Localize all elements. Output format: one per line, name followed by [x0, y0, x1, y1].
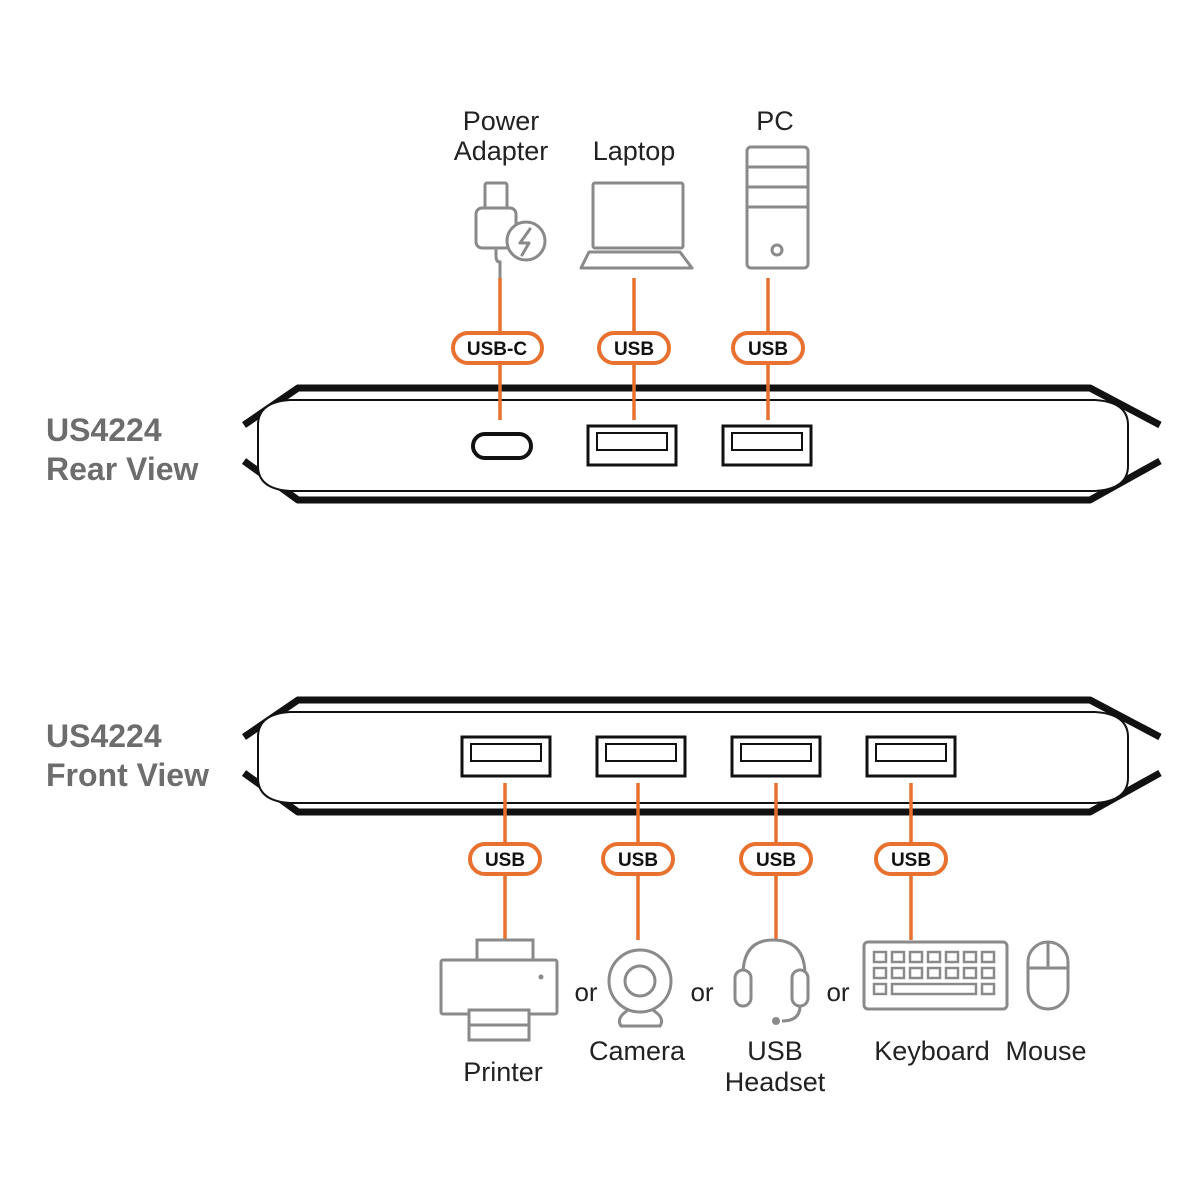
svg-text:USB: USB	[891, 850, 931, 871]
keyboard-key	[962, 950, 978, 964]
front-usb-port-2	[595, 735, 687, 778]
keyboard-key	[980, 982, 996, 996]
keyboard-key	[926, 950, 942, 964]
rear-view-section: US4224 Rear View USB-C USB	[46, 106, 1162, 504]
front-title-line2: Front View	[46, 757, 209, 793]
or-separator-3: or	[826, 977, 849, 1007]
keyboard-icon	[862, 940, 1009, 1011]
power-label-line1: Power	[463, 106, 540, 136]
rear-usb-port-laptop	[586, 424, 678, 467]
pc-usb-tag: USB	[731, 331, 805, 365]
keyboard-key	[872, 966, 888, 980]
pc-tower-icon	[745, 145, 810, 270]
front-usb-tag-4: USB	[874, 842, 948, 876]
laptop-usb-tag: USB	[597, 331, 671, 365]
laptop-label: Laptop	[593, 136, 676, 166]
keyboard-key	[908, 950, 924, 964]
printer-label: Printer	[463, 1057, 543, 1087]
front-usb-port-1	[460, 735, 552, 778]
headset-label-line2: Headset	[725, 1067, 826, 1097]
or-separator-1: or	[574, 977, 597, 1007]
svg-text:USB: USB	[618, 850, 658, 871]
keyboard-key	[962, 966, 978, 980]
front-usb-tag-2: USB	[601, 842, 675, 876]
front-usb-tag-1: USB	[468, 842, 542, 876]
keyboard-key	[980, 966, 996, 980]
laptop-icon	[579, 181, 694, 270]
front-view-section: US4224 Front View	[46, 696, 1162, 1097]
front-usb-tag-3: USB	[739, 842, 813, 876]
front-title-line1: US4224	[46, 718, 162, 754]
rear-usb-port-pc	[721, 424, 813, 467]
keyboard-key	[944, 966, 960, 980]
printer-icon	[439, 938, 559, 1042]
keyboard-key	[926, 966, 942, 980]
webcam-icon	[607, 948, 673, 1028]
usb-c-tag: USB-C	[451, 331, 544, 365]
keyboard-key	[944, 950, 960, 964]
keyboard-spacebar	[890, 982, 978, 996]
rear-title-line1: US4224	[46, 412, 162, 448]
or-separator-2: or	[690, 977, 713, 1007]
mouse-icon	[1026, 940, 1070, 1011]
headset-label-line1: USB	[747, 1036, 803, 1066]
rear-title-line2: Rear View	[46, 451, 199, 487]
keyboard-key	[890, 966, 906, 980]
keyboard-key	[872, 982, 888, 996]
keyboard-label: Keyboard	[874, 1036, 990, 1066]
mouse-label: Mouse	[1005, 1036, 1086, 1066]
front-device-body	[241, 696, 1162, 816]
power-label-line2: Adapter	[454, 136, 549, 166]
power-adapter-icon	[474, 181, 547, 278]
rear-device-body	[241, 384, 1162, 504]
keyboard-key	[872, 950, 888, 964]
svg-text:USB: USB	[485, 850, 525, 871]
keyboard-key	[890, 950, 906, 964]
svg-text:USB: USB	[748, 339, 788, 360]
keyboard-key	[908, 966, 924, 980]
svg-text:USB: USB	[614, 339, 654, 360]
pc-label: PC	[756, 106, 794, 136]
svg-text:USB-C: USB-C	[467, 339, 527, 360]
front-usb-port-4	[865, 735, 957, 778]
headset-icon	[733, 938, 810, 1025]
rear-usb-c-port	[471, 432, 533, 460]
front-usb-port-3	[730, 735, 822, 778]
keyboard-key	[980, 950, 996, 964]
svg-text:USB: USB	[756, 850, 796, 871]
camera-label: Camera	[589, 1036, 686, 1066]
